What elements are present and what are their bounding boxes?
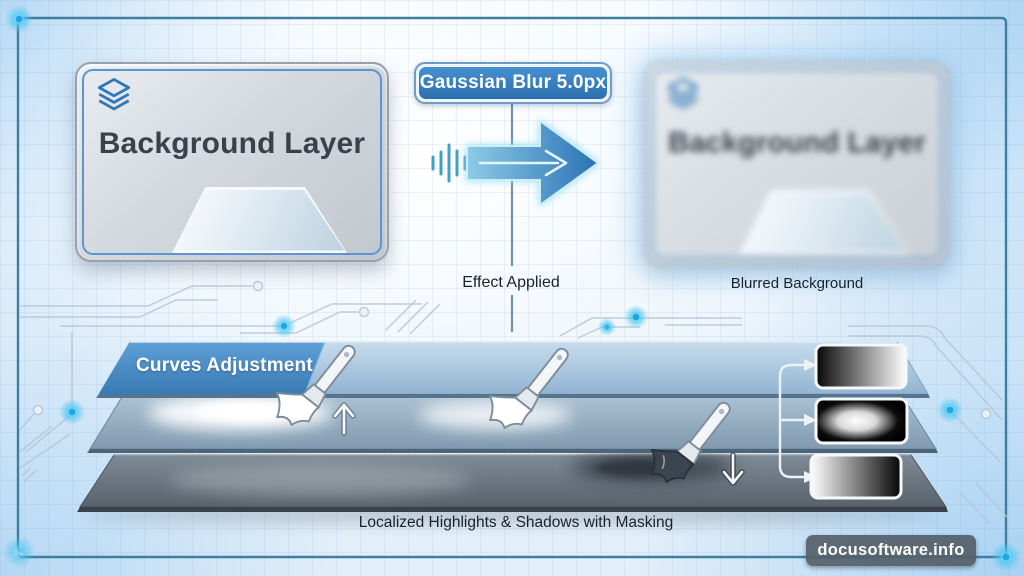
result-layer-title: Background Layer	[668, 127, 926, 159]
mask-radial-white-spot	[814, 397, 909, 445]
result-layer-panel: Background Layer	[645, 62, 949, 266]
watermark-badge: docusoftware.info	[806, 535, 976, 566]
glow-dots	[3, 5, 1021, 572]
effect-badge-label: Gaussian Blur 5.0px	[419, 67, 607, 99]
frame-border	[16, 16, 1008, 559]
canvas-preview-shape	[172, 187, 347, 253]
burn-down-arrow-icon	[721, 452, 745, 486]
adjustment-tab-label: Curves Adjustment	[136, 355, 313, 376]
source-layer-panel: Background Layer	[75, 62, 389, 262]
mask-thumbnails	[809, 343, 909, 500]
effect-arrow-icon	[466, 120, 599, 206]
effect-caption: Effect Applied	[462, 274, 560, 291]
dodge-up-arrow-icon	[332, 402, 356, 436]
effect-badge: Gaussian Blur 5.0px	[414, 62, 612, 104]
mask-linear-dark-to-light	[814, 343, 908, 390]
blurred-result-wrapper: Background Layer	[645, 62, 949, 266]
mask-linear-light-to-dark	[809, 453, 903, 500]
adjustment-tab	[99, 342, 325, 394]
source-layer-title: Background Layer	[98, 127, 366, 160]
masking-caption: Localized Highlights & Shadows with Mask…	[358, 514, 674, 531]
canvas-preview-shape	[739, 190, 909, 254]
result-caption: Blurred Background	[730, 275, 864, 292]
mask-connector	[778, 359, 817, 483]
blur-wave-icon	[431, 143, 467, 183]
layers-icon	[667, 78, 699, 109]
layers-icon	[97, 78, 131, 111]
